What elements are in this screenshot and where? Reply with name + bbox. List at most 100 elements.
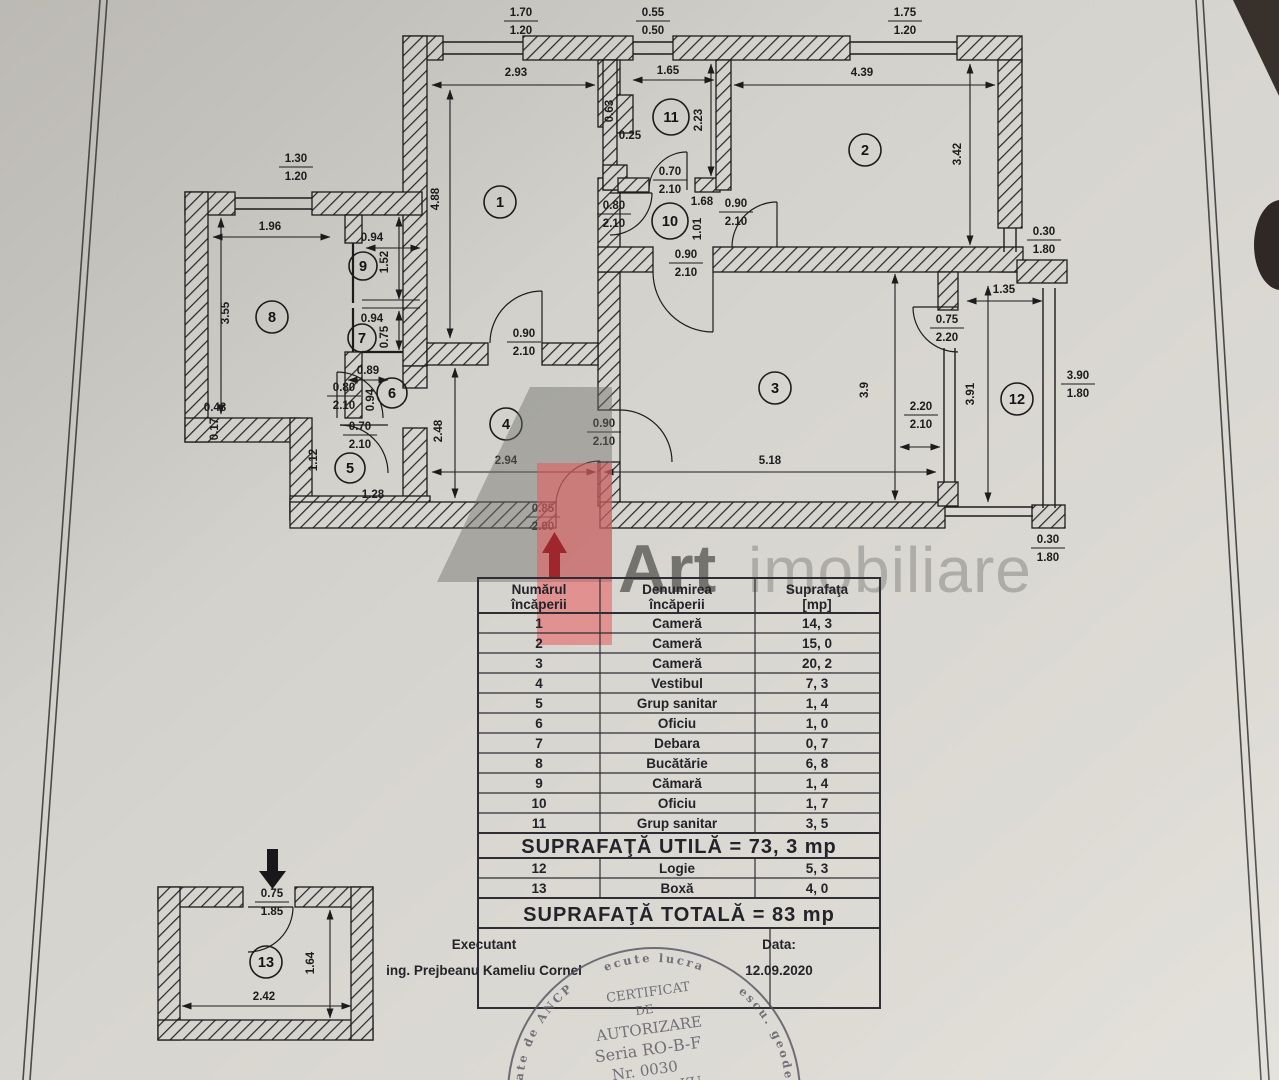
svg-text:5: 5 xyxy=(535,696,543,711)
svg-text:0.90: 0.90 xyxy=(675,249,697,261)
svg-text:4: 4 xyxy=(502,417,510,433)
svg-text:3: 3 xyxy=(535,656,543,671)
svg-text:1, 7: 1, 7 xyxy=(806,796,829,811)
svg-text:5, 3: 5, 3 xyxy=(806,861,829,876)
svg-text:11: 11 xyxy=(663,110,678,126)
svg-text:1.52: 1.52 xyxy=(379,251,391,273)
svg-text:2.20: 2.20 xyxy=(910,401,932,413)
svg-text:0.70: 0.70 xyxy=(349,421,371,433)
svg-text:2.10: 2.10 xyxy=(725,216,747,228)
svg-text:6: 6 xyxy=(535,716,543,731)
svg-text:DE: DE xyxy=(634,1002,654,1018)
svg-text:10: 10 xyxy=(531,796,546,811)
svg-text:1.35: 1.35 xyxy=(993,284,1016,296)
svg-text:1.12: 1.12 xyxy=(308,449,320,471)
svg-text:Boxă: Boxă xyxy=(660,881,694,896)
svg-text:1.68: 1.68 xyxy=(691,196,714,208)
svg-text:0.75: 0.75 xyxy=(936,314,959,326)
svg-text:8: 8 xyxy=(268,310,276,326)
svg-text:Logie: Logie xyxy=(659,861,695,876)
svg-text:2.10: 2.10 xyxy=(513,346,535,358)
svg-text:Grup sanitar: Grup sanitar xyxy=(637,816,718,831)
svg-text:5.18: 5.18 xyxy=(759,455,782,467)
svg-text:0.80: 0.80 xyxy=(333,382,355,394)
svg-text:1.30: 1.30 xyxy=(285,153,307,165)
svg-text:3.91: 3.91 xyxy=(965,382,977,405)
svg-text:3.90: 3.90 xyxy=(1067,370,1089,382)
suprafata-totala: SUPRAFAŢĂ TOTALĂ = 83 mp xyxy=(523,903,835,926)
svg-text:2.23: 2.23 xyxy=(693,109,705,131)
svg-text:1.20: 1.20 xyxy=(894,25,916,37)
svg-text:Cameră: Cameră xyxy=(652,616,702,631)
svg-text:0.90: 0.90 xyxy=(725,198,747,210)
svg-text:0.50: 0.50 xyxy=(642,25,664,37)
date-label: Data: xyxy=(762,937,796,952)
svg-text:1: 1 xyxy=(535,616,543,631)
svg-text:7: 7 xyxy=(358,331,366,347)
svg-text:12: 12 xyxy=(1009,392,1025,408)
svg-text:Cameră: Cameră xyxy=(652,636,702,651)
svg-text:2: 2 xyxy=(535,636,543,651)
svg-text:3.42: 3.42 xyxy=(952,143,964,165)
suprafata-utila: SUPRAFAŢĂ UTILĂ = 73, 3 mp xyxy=(521,835,837,858)
svg-text:1.01: 1.01 xyxy=(692,217,704,240)
svg-text:Debara: Debara xyxy=(654,736,700,751)
date-value: 12.09.2020 xyxy=(745,963,813,978)
svg-text:1.28: 1.28 xyxy=(362,489,385,501)
svg-text:2.42: 2.42 xyxy=(253,991,275,1003)
svg-text:0.80: 0.80 xyxy=(603,200,625,212)
svg-text:0.25: 0.25 xyxy=(619,130,642,142)
svg-text:[mp]: [mp] xyxy=(802,597,831,612)
svg-text:1.64: 1.64 xyxy=(305,951,317,974)
svg-text:4.39: 4.39 xyxy=(851,67,873,79)
svg-text:7: 7 xyxy=(535,736,543,751)
svg-text:4.88: 4.88 xyxy=(430,187,442,210)
svg-text:7, 3: 7, 3 xyxy=(806,676,829,691)
svg-text:0.55: 0.55 xyxy=(642,7,665,19)
svg-text:Bucătărie: Bucătărie xyxy=(646,756,708,771)
svg-text:Oficiu: Oficiu xyxy=(658,796,696,811)
svg-text:1, 4: 1, 4 xyxy=(806,696,829,711)
svg-text:Vestibul: Vestibul xyxy=(651,676,703,691)
svg-text:4: 4 xyxy=(535,676,543,691)
svg-text:1.80: 1.80 xyxy=(1033,244,1055,256)
svg-text:0.90: 0.90 xyxy=(513,328,535,340)
svg-text:2.10: 2.10 xyxy=(675,267,697,279)
executant-name: ing. Prejbeanu Kameliu Cornel xyxy=(386,963,582,978)
svg-text:9: 9 xyxy=(359,259,367,275)
svg-text:2.20: 2.20 xyxy=(936,332,958,344)
svg-text:0.75: 0.75 xyxy=(379,325,391,348)
svg-text:1.80: 1.80 xyxy=(1067,388,1089,400)
svg-text:11: 11 xyxy=(532,816,547,831)
svg-text:Oficiu: Oficiu xyxy=(658,716,696,731)
svg-text:încăperii: încăperii xyxy=(510,597,567,612)
svg-text:4, 0: 4, 0 xyxy=(806,881,829,896)
svg-text:13: 13 xyxy=(258,955,274,971)
svg-text:1, 0: 1, 0 xyxy=(806,716,829,731)
svg-text:2.10: 2.10 xyxy=(910,419,932,431)
svg-text:0.75: 0.75 xyxy=(261,888,284,900)
svg-text:0.94: 0.94 xyxy=(361,232,384,244)
svg-text:20, 2: 20, 2 xyxy=(802,656,832,671)
svg-text:Cameră: Cameră xyxy=(652,656,702,671)
svg-text:2.10: 2.10 xyxy=(333,400,355,412)
svg-text:3, 5: 3, 5 xyxy=(806,816,829,831)
svg-text:9: 9 xyxy=(535,776,543,791)
svg-text:1.65: 1.65 xyxy=(657,65,680,77)
svg-text:0.94: 0.94 xyxy=(361,313,384,325)
svg-text:Denumirea: Denumirea xyxy=(642,582,712,597)
svg-text:0.30: 0.30 xyxy=(1037,534,1059,546)
svg-text:1.20: 1.20 xyxy=(285,171,307,183)
svg-text:Numărul: Numărul xyxy=(512,582,567,597)
svg-text:3.55: 3.55 xyxy=(220,301,232,324)
svg-text:6: 6 xyxy=(388,386,396,402)
svg-text:10: 10 xyxy=(662,214,678,230)
svg-text:2.10: 2.10 xyxy=(349,439,371,451)
logo-red-shape xyxy=(537,463,612,645)
svg-text:0.17: 0.17 xyxy=(209,418,221,440)
svg-text:12: 12 xyxy=(531,861,546,876)
svg-text:2.10: 2.10 xyxy=(659,184,681,196)
svg-text:1.85: 1.85 xyxy=(261,906,284,918)
svg-text:2: 2 xyxy=(861,143,869,159)
svg-text:3: 3 xyxy=(771,381,779,397)
